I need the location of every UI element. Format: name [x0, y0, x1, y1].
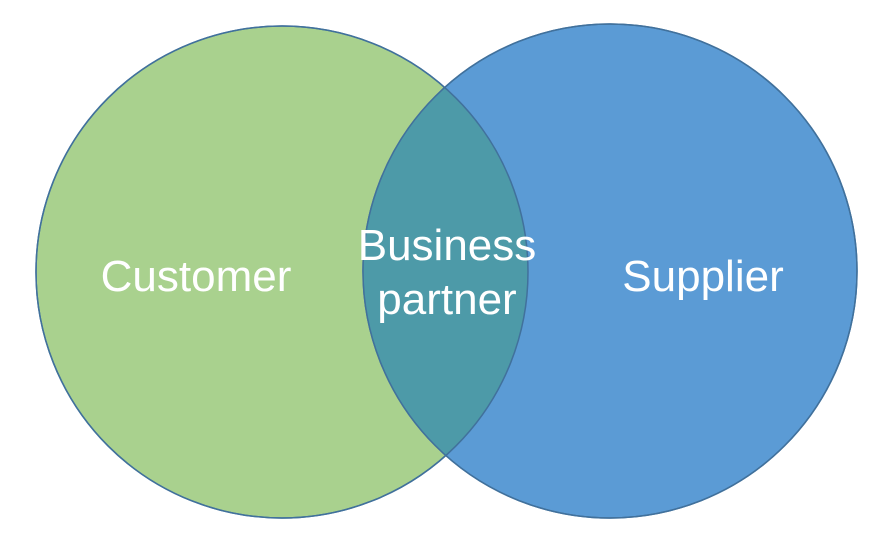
customer-circle-outline: [35, 25, 529, 519]
supplier-circle-outline: [362, 23, 858, 519]
supplier-label: Supplier: [622, 252, 783, 301]
overlap-label-line1: Business: [358, 221, 537, 270]
overlap-region: [363, 26, 528, 518]
overlap-label-line2: partner: [377, 275, 516, 324]
customer-label: Customer: [101, 252, 292, 301]
